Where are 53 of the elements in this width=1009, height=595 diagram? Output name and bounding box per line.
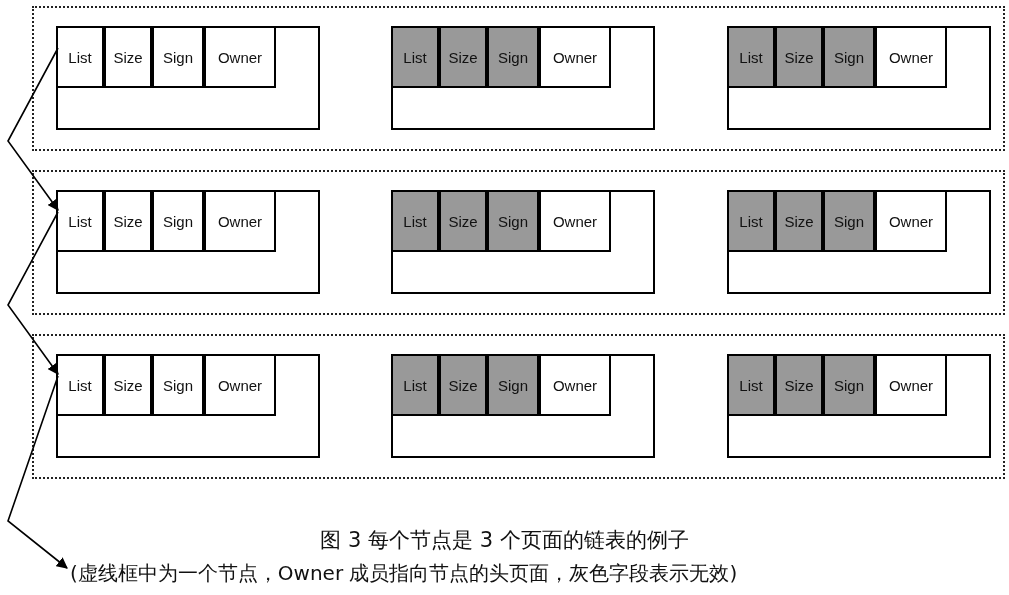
field-cell: Size <box>104 354 152 416</box>
field-cell: Size <box>104 190 152 252</box>
page-box <box>391 190 655 294</box>
field-cell: Sign <box>152 190 204 252</box>
field-cell: Sign <box>152 354 204 416</box>
field-cell: List <box>56 190 104 252</box>
figure-caption: 图 3 每个节点是 3 个页面的链表的例子 <box>319 527 690 554</box>
field-cell: Size <box>104 26 152 88</box>
field-cell: Size <box>439 190 487 252</box>
field-cell: Owner <box>875 354 947 416</box>
field-cell: Size <box>775 190 823 252</box>
dotted-node-frame <box>32 6 1005 151</box>
field-cell: List <box>391 190 439 252</box>
dotted-node-frame <box>32 334 1005 479</box>
field-cell: Owner <box>539 354 611 416</box>
arrow <box>7 375 68 569</box>
caption-note: (虚线框中为一个节点，Owner 成员指向节点的头页面，灰色字段表示无效) <box>70 560 738 587</box>
page-box <box>727 190 991 294</box>
field-cell: Sign <box>823 354 875 416</box>
page-box <box>727 26 991 130</box>
field-cell: List <box>727 354 775 416</box>
field-cell: Owner <box>539 190 611 252</box>
field-cell: Size <box>775 26 823 88</box>
field-cell: Owner <box>204 26 276 88</box>
page-box <box>56 190 320 294</box>
page-box <box>727 354 991 458</box>
field-cell: List <box>56 354 104 416</box>
field-cell: List <box>727 26 775 88</box>
field-cell: Sign <box>823 190 875 252</box>
field-cell: List <box>56 26 104 88</box>
dotted-node-frame <box>32 170 1005 315</box>
page-box <box>391 26 655 130</box>
page-box <box>56 26 320 130</box>
field-cell: Owner <box>539 26 611 88</box>
field-cell: Owner <box>875 26 947 88</box>
page-box <box>56 354 320 458</box>
field-cell: List <box>727 190 775 252</box>
field-cell: Owner <box>875 190 947 252</box>
arrow <box>7 211 59 375</box>
field-cell: Sign <box>487 190 539 252</box>
field-cell: Sign <box>823 26 875 88</box>
field-cell: Sign <box>487 26 539 88</box>
field-cell: Size <box>439 354 487 416</box>
field-cell: Sign <box>152 26 204 88</box>
field-cell: List <box>391 354 439 416</box>
field-cell: Size <box>439 26 487 88</box>
page-box <box>391 354 655 458</box>
field-cell: List <box>391 26 439 88</box>
arrow <box>7 47 59 211</box>
field-cell: Sign <box>487 354 539 416</box>
field-cell: Owner <box>204 354 276 416</box>
field-cell: Owner <box>204 190 276 252</box>
field-cell: Size <box>775 354 823 416</box>
